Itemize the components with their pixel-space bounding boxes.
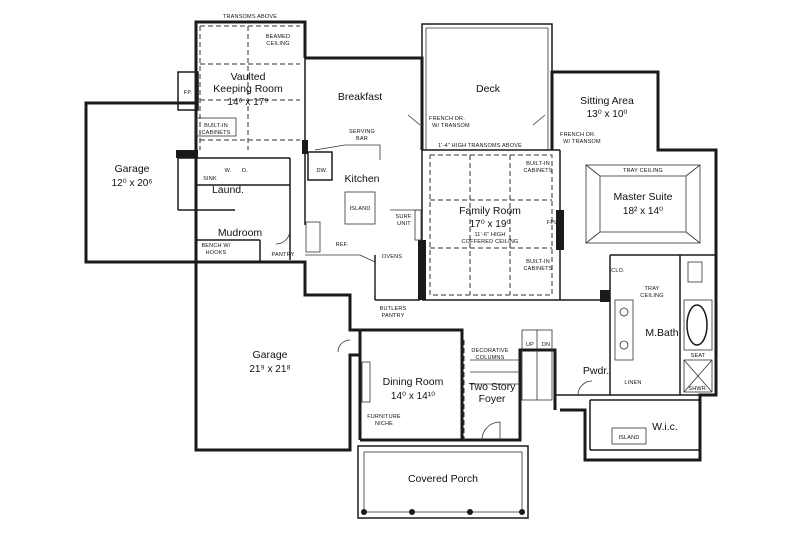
note-stairs-dn: DN [542, 342, 550, 348]
note-coffered-1: 11'-6" HIGH [474, 232, 505, 238]
note-washer: W. [225, 168, 232, 174]
note-high-transoms: 1'-4" HIGH TRANSOMS ABOVE [438, 143, 522, 149]
stairs [470, 329, 553, 401]
note-island-kitchen: ISLAND [349, 206, 370, 212]
keeping-room-beams [199, 25, 300, 150]
note-butlers-pantry-2: PANTRY [381, 313, 404, 319]
garage-large-dim: 21⁹ x 21⁸ [249, 364, 290, 375]
note-furniture-niche-1: FURNITURE [367, 414, 401, 420]
note-builtin-keeping-2: CABINETS [201, 130, 230, 136]
builtin-cabinet-keeping [195, 117, 237, 137]
note-french-dr-deck-2: W/ TRANSOM [432, 123, 470, 129]
wic-island [611, 427, 647, 445]
kitchen-fixtures [305, 144, 422, 295]
garage-small-dim: 12⁰ x 20⁶ [112, 178, 153, 189]
keeping-room-name-line1: Vaulted [231, 71, 266, 83]
note-butlers-pantry-1: BUTLERS [380, 306, 407, 312]
note-sink: SINK [203, 176, 217, 182]
dining-room-name: Dining Room [383, 376, 444, 388]
door-swings [275, 114, 593, 396]
note-tray-ceiling-master: TRAY CEILING [623, 168, 663, 174]
note-tray-bath-1: TRAY [644, 286, 659, 292]
note-builtin-family-top-2: CABINETS [523, 168, 552, 174]
dining-foyer-details [361, 340, 501, 441]
note-pantry: PANTRY [271, 252, 294, 258]
foyer-name-line1: Two Story [469, 381, 516, 393]
note-builtin-keeping-1: BUILT-IN [204, 123, 228, 129]
master-tray-ceiling [585, 164, 701, 244]
note-furniture-niche-2: NICHE [375, 421, 393, 427]
note-beamed-ceiling-1: BEAMED [266, 34, 290, 40]
deck-name: Deck [476, 83, 501, 95]
keeping-room-dim: 14⁶ x 17⁹ [227, 97, 268, 108]
note-surf-unit-1: SURF. [396, 214, 413, 220]
note-serving-bar-2: BAR [356, 136, 368, 142]
note-french-dr-sitting-2: W/ TRANSOM [563, 139, 601, 145]
note-fp-keeping: FP. [184, 90, 193, 96]
covered-porch [357, 445, 529, 519]
powder-name: Pwdr. [583, 365, 609, 377]
sitting-area-dim: 13⁰ x 10⁰ [587, 109, 628, 120]
note-seat: SEAT [691, 353, 706, 359]
family-room-name: Family Room [459, 205, 521, 217]
master-bath-name: M.Bath [645, 327, 678, 339]
note-dryer: D. [242, 168, 248, 174]
note-bench-hooks-2: HOOKS [206, 250, 227, 256]
note-ovens: OVENS [382, 254, 402, 260]
fireplace-keeping-room [177, 71, 199, 111]
note-stairs-up: UP [526, 342, 534, 348]
note-clo: CLO. [611, 268, 625, 274]
master-suite-dim: 18² x 14⁰ [623, 206, 663, 217]
kitchen-name: Kitchen [344, 173, 379, 185]
note-french-dr-sitting-1: FRENCH DR. [560, 132, 596, 138]
covered-porch-name: Covered Porch [408, 473, 478, 485]
note-fpl-family: FPL. [547, 220, 560, 226]
note-builtin-family-bottom-1: BUILT-IN [526, 259, 550, 265]
note-island-wic: ISLAND [618, 435, 639, 441]
garage-large-name: Garage [252, 349, 287, 361]
family-room-dim: 17⁰ x 19⁰ [470, 219, 511, 230]
master-bath-fixtures [614, 261, 713, 393]
note-decorative-columns-2: COLUMNS [476, 355, 505, 361]
laundry-name: Laund. [212, 184, 244, 196]
family-room-coffers [429, 154, 553, 296]
note-serving-bar-1: SERVING [349, 129, 375, 135]
exterior-walls [84, 20, 718, 462]
note-bench-hooks-1: BENCH W/ [201, 243, 230, 249]
wic-name: W.i.c. [652, 421, 678, 433]
note-surf-unit-2: UNIT [397, 221, 411, 227]
note-linen: LINEN [624, 380, 641, 386]
note-coffered-2: COFFERED CEILING [462, 239, 519, 245]
mudroom-name: Mudroom [218, 227, 263, 239]
garage-small-name: Garage [114, 163, 149, 175]
note-builtin-family-top-1: BUILT-IN [526, 161, 550, 167]
master-suite-name: Master Suite [614, 191, 673, 203]
note-transoms-above: TRANSOMS ABOVE [223, 14, 277, 20]
note-builtin-family-bottom-2: CABINETS [523, 266, 552, 272]
note-dw: DW. [317, 168, 328, 174]
note-ref: REF. [336, 242, 349, 248]
note-beamed-ceiling-2: CEILING [266, 41, 289, 47]
note-shwr: SHWR. [688, 386, 708, 392]
keeping-room-name-line2: Keeping Room [213, 83, 283, 95]
dining-room-dim: 14⁰ x 14¹⁰ [391, 391, 435, 402]
foyer-name-line2: Foyer [479, 393, 506, 405]
breakfast-name: Breakfast [338, 91, 382, 103]
sitting-area-name: Sitting Area [580, 95, 634, 107]
note-decorative-columns-1: DECORATIVE [471, 348, 508, 354]
wall-solids [176, 140, 610, 302]
note-tray-bath-2: CEILING [640, 293, 663, 299]
note-french-dr-deck-1: FRENCH DR. [429, 116, 465, 122]
